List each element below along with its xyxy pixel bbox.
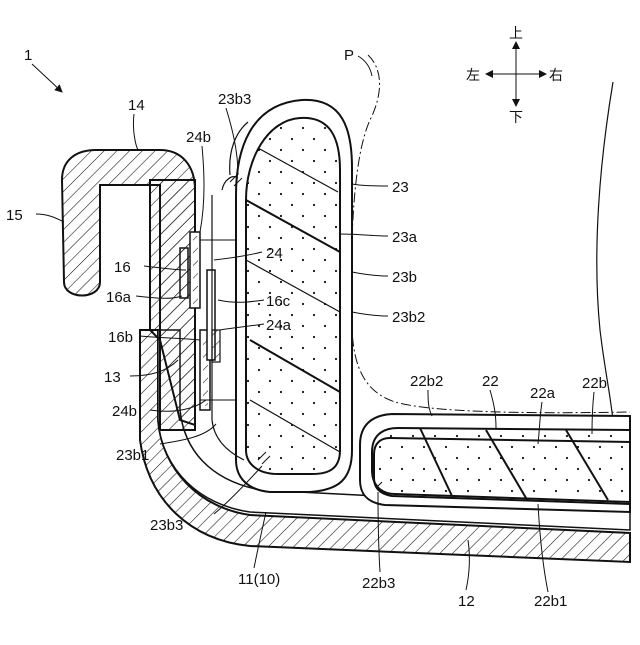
- label-13: 13: [104, 369, 121, 386]
- orientation-down-label: 下: [509, 110, 523, 126]
- label-24b-top: 24b: [186, 129, 211, 146]
- pad-23a: [246, 118, 340, 474]
- label-23a: 23a: [392, 229, 418, 246]
- label-23: 23: [392, 179, 409, 196]
- orientation-indicator: 上 下 左 右: [466, 26, 563, 126]
- pad-22a: [372, 428, 630, 502]
- label-23b3-bottom: 23b3: [150, 517, 183, 534]
- label-24: 24: [266, 245, 283, 262]
- label-16: 16: [114, 259, 131, 276]
- label-ref-main: 1: [24, 47, 32, 64]
- label-24b-bottom: 24b: [112, 403, 137, 420]
- label-22b3: 22b3: [362, 575, 395, 592]
- label-22b1: 22b1: [534, 593, 567, 610]
- label-23b: 23b: [392, 269, 417, 286]
- label-14: 14: [128, 97, 145, 114]
- fastener-16a: [180, 248, 188, 298]
- label-16b: 16b: [108, 329, 133, 346]
- label-22: 22: [482, 373, 499, 390]
- label-16c: 16c: [266, 293, 291, 310]
- label-p: P: [344, 47, 354, 64]
- label-16a: 16a: [106, 289, 132, 306]
- label-23b1: 23b1: [116, 447, 149, 464]
- label-24a: 24a: [266, 317, 292, 334]
- label-22b2: 22b2: [410, 373, 443, 390]
- label-22a: 22a: [530, 385, 556, 402]
- orientation-up-label: 上: [509, 26, 523, 42]
- label-22b: 22b: [582, 375, 607, 392]
- label-15: 15: [6, 207, 23, 224]
- orientation-right-label: 右: [549, 68, 563, 84]
- label-11-10: 11(10): [238, 571, 280, 588]
- orientation-left-label: 左: [466, 68, 480, 84]
- label-12: 12: [458, 593, 475, 610]
- label-23b3-top: 23b3: [218, 91, 251, 108]
- label-23b2: 23b2: [392, 309, 425, 326]
